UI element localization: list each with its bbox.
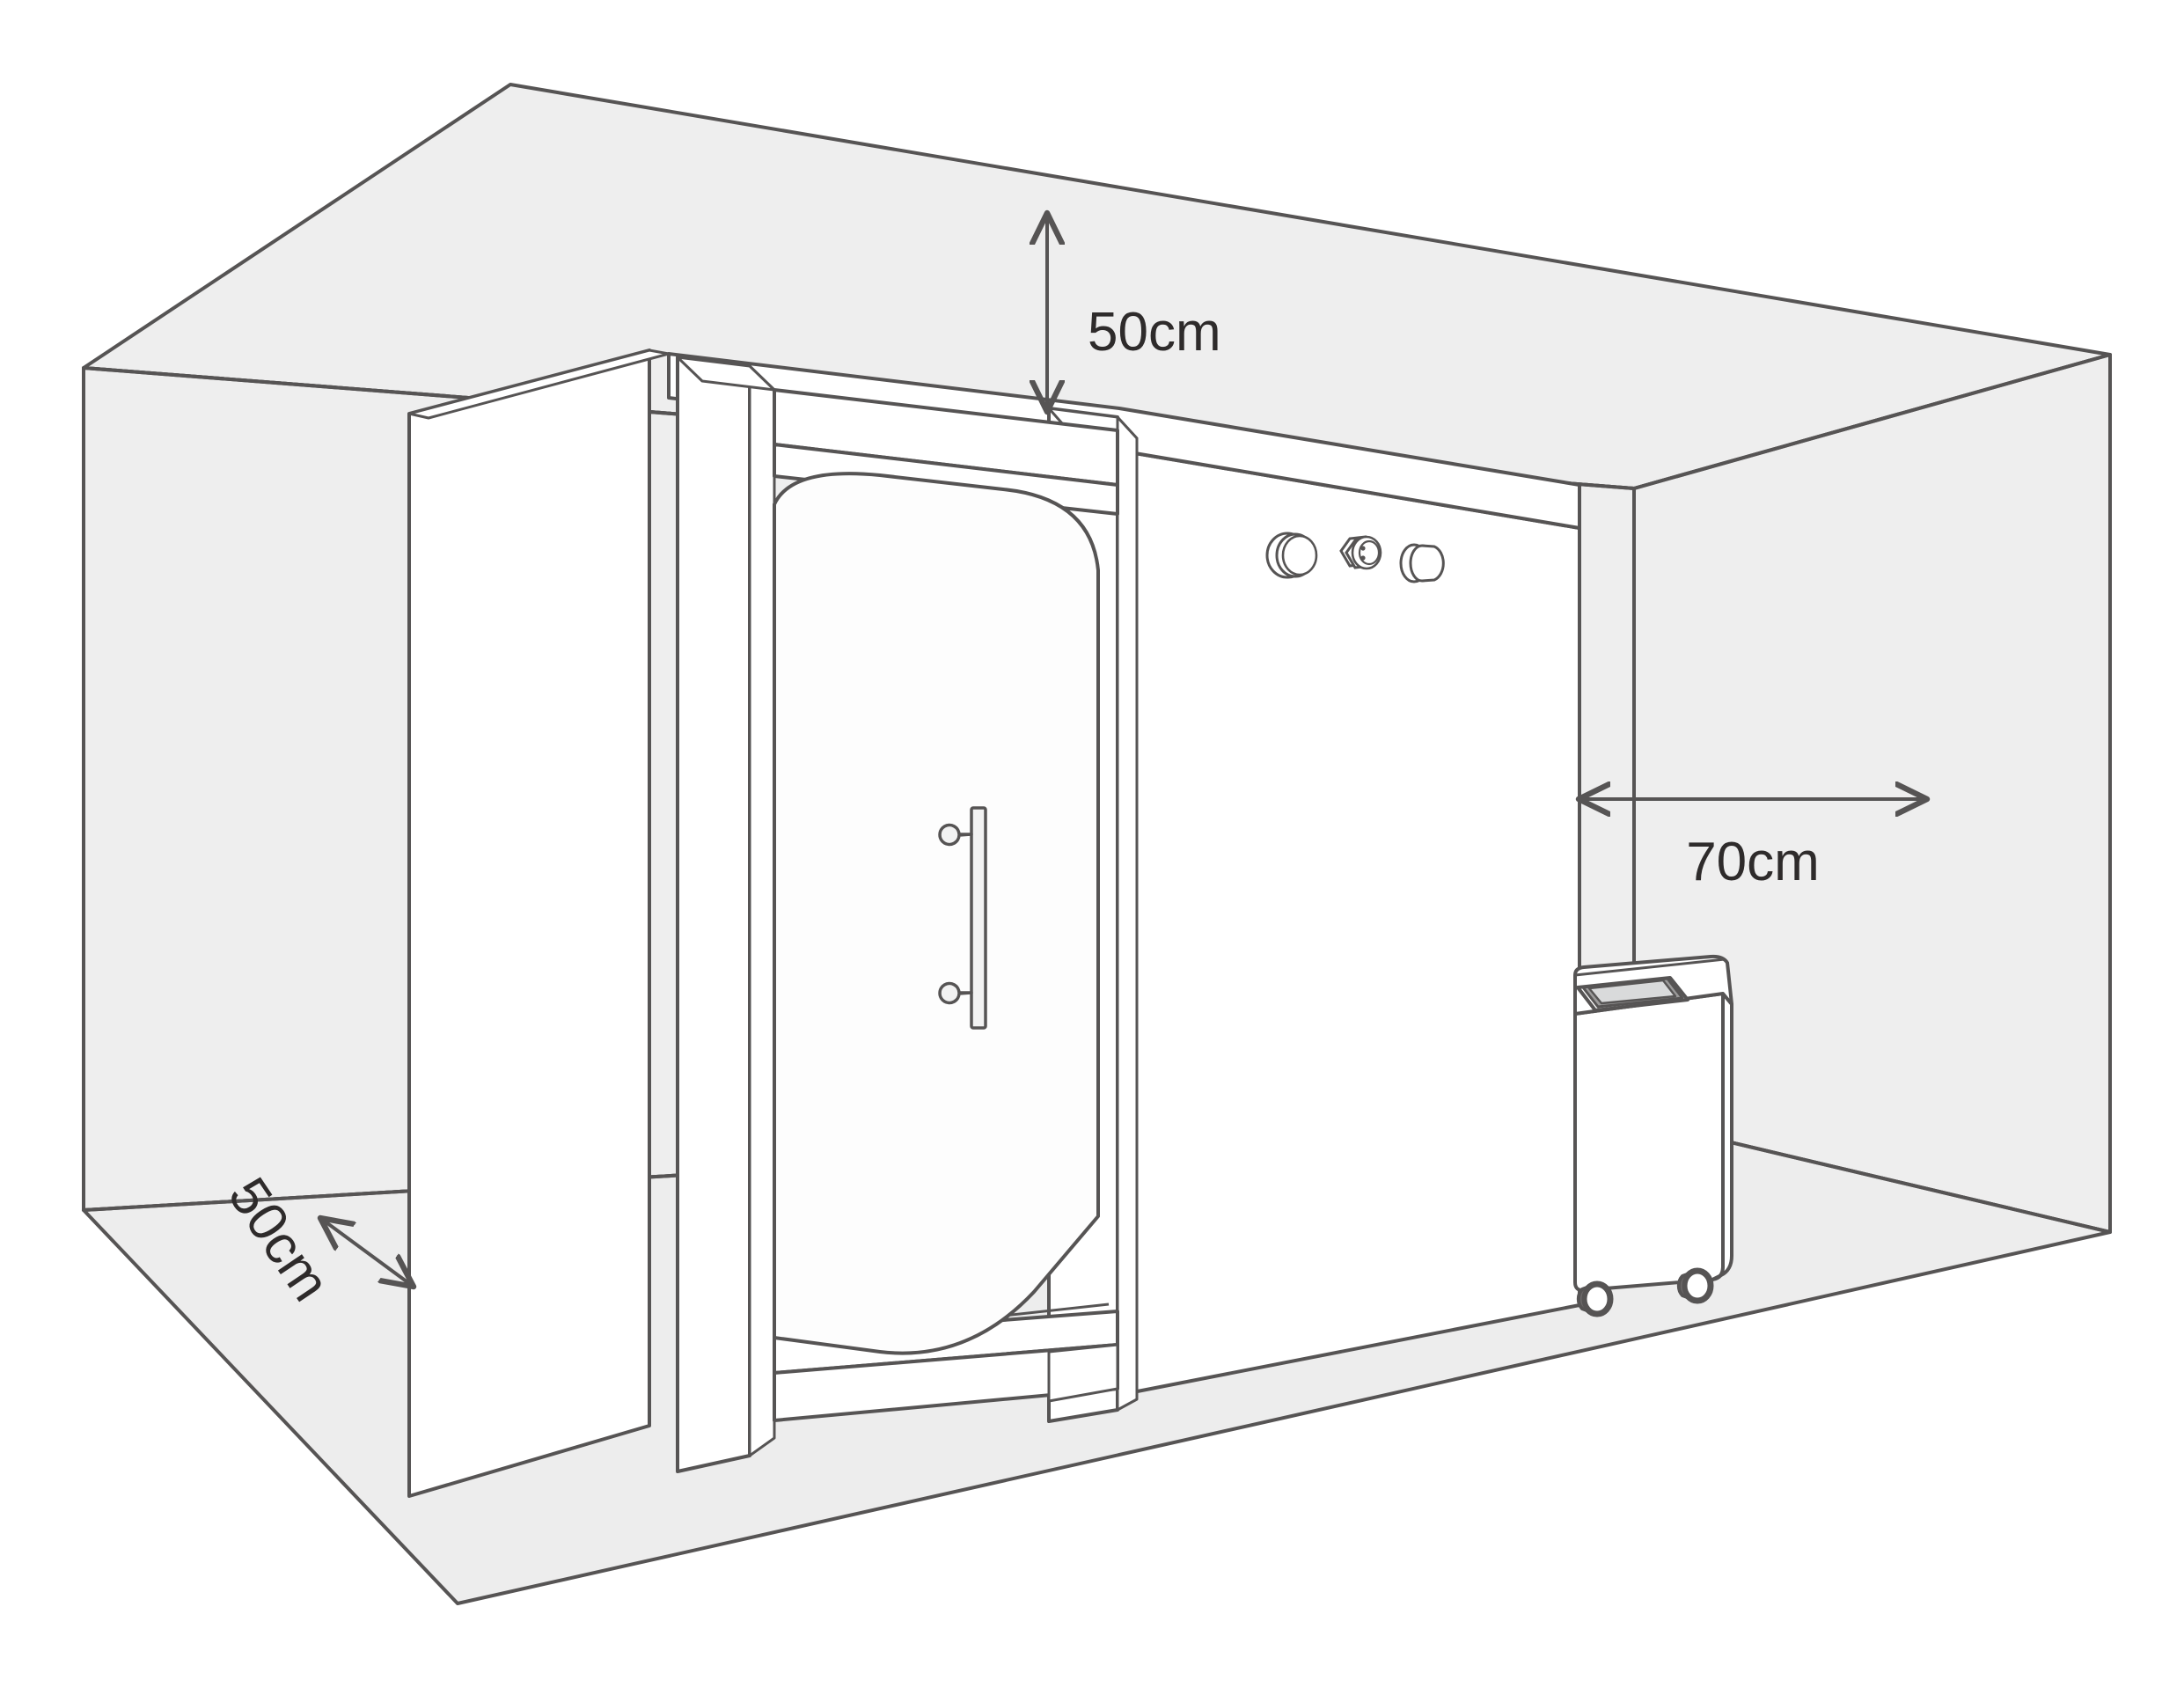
fitting-hex-icon[interactable] bbox=[1339, 535, 1382, 570]
control-panel[interactable] bbox=[1576, 976, 1689, 1012]
cabin-front-panel[interactable] bbox=[1118, 449, 1581, 1397]
caster-front bbox=[1576, 1280, 1614, 1317]
caster-rear bbox=[1676, 1267, 1714, 1304]
dimension-side-clearance: 70cm bbox=[1579, 799, 1927, 892]
dehumidifier-top-lip bbox=[1574, 958, 1726, 977]
cabin-side-panel[interactable] bbox=[407, 349, 651, 1498]
dehumidifier-unit[interactable] bbox=[1573, 954, 1733, 1317]
dimension-top-label: 50cm bbox=[1088, 302, 1221, 363]
control-panel-screen bbox=[1587, 979, 1677, 1005]
door-frame-threshold-return bbox=[1047, 1343, 1119, 1403]
door-frame[interactable] bbox=[676, 356, 1139, 1473]
door-handle-bar[interactable] bbox=[970, 806, 987, 1030]
door-frame-left-post[interactable] bbox=[676, 356, 751, 1473]
door-handle-bracket-upper bbox=[938, 823, 973, 847]
dehumidifier-body-front[interactable] bbox=[1573, 992, 1725, 1293]
dimension-rear-arrow bbox=[320, 1218, 414, 1287]
cabin-wall-fittings[interactable] bbox=[1265, 532, 1445, 583]
fitting-round-icon[interactable] bbox=[1265, 532, 1318, 579]
door-frame-left-post-reveal bbox=[748, 364, 776, 1457]
sauna-cabin[interactable] bbox=[407, 349, 1581, 1498]
door-handle-bracket-lower bbox=[938, 981, 973, 1005]
door-frame-right-post-reveal bbox=[1116, 415, 1139, 1412]
dimension-side-label: 70cm bbox=[1686, 832, 1820, 892]
ceiling-right-wall-seam bbox=[1633, 353, 2111, 490]
door-handle[interactable] bbox=[938, 806, 987, 1030]
dimension-top-clearance: 50cm bbox=[1047, 213, 1221, 412]
glass-door-panel[interactable] bbox=[773, 472, 1100, 1355]
fitting-plug-icon[interactable] bbox=[1399, 543, 1445, 583]
dehumidifier-body-side[interactable] bbox=[1711, 992, 1733, 1281]
